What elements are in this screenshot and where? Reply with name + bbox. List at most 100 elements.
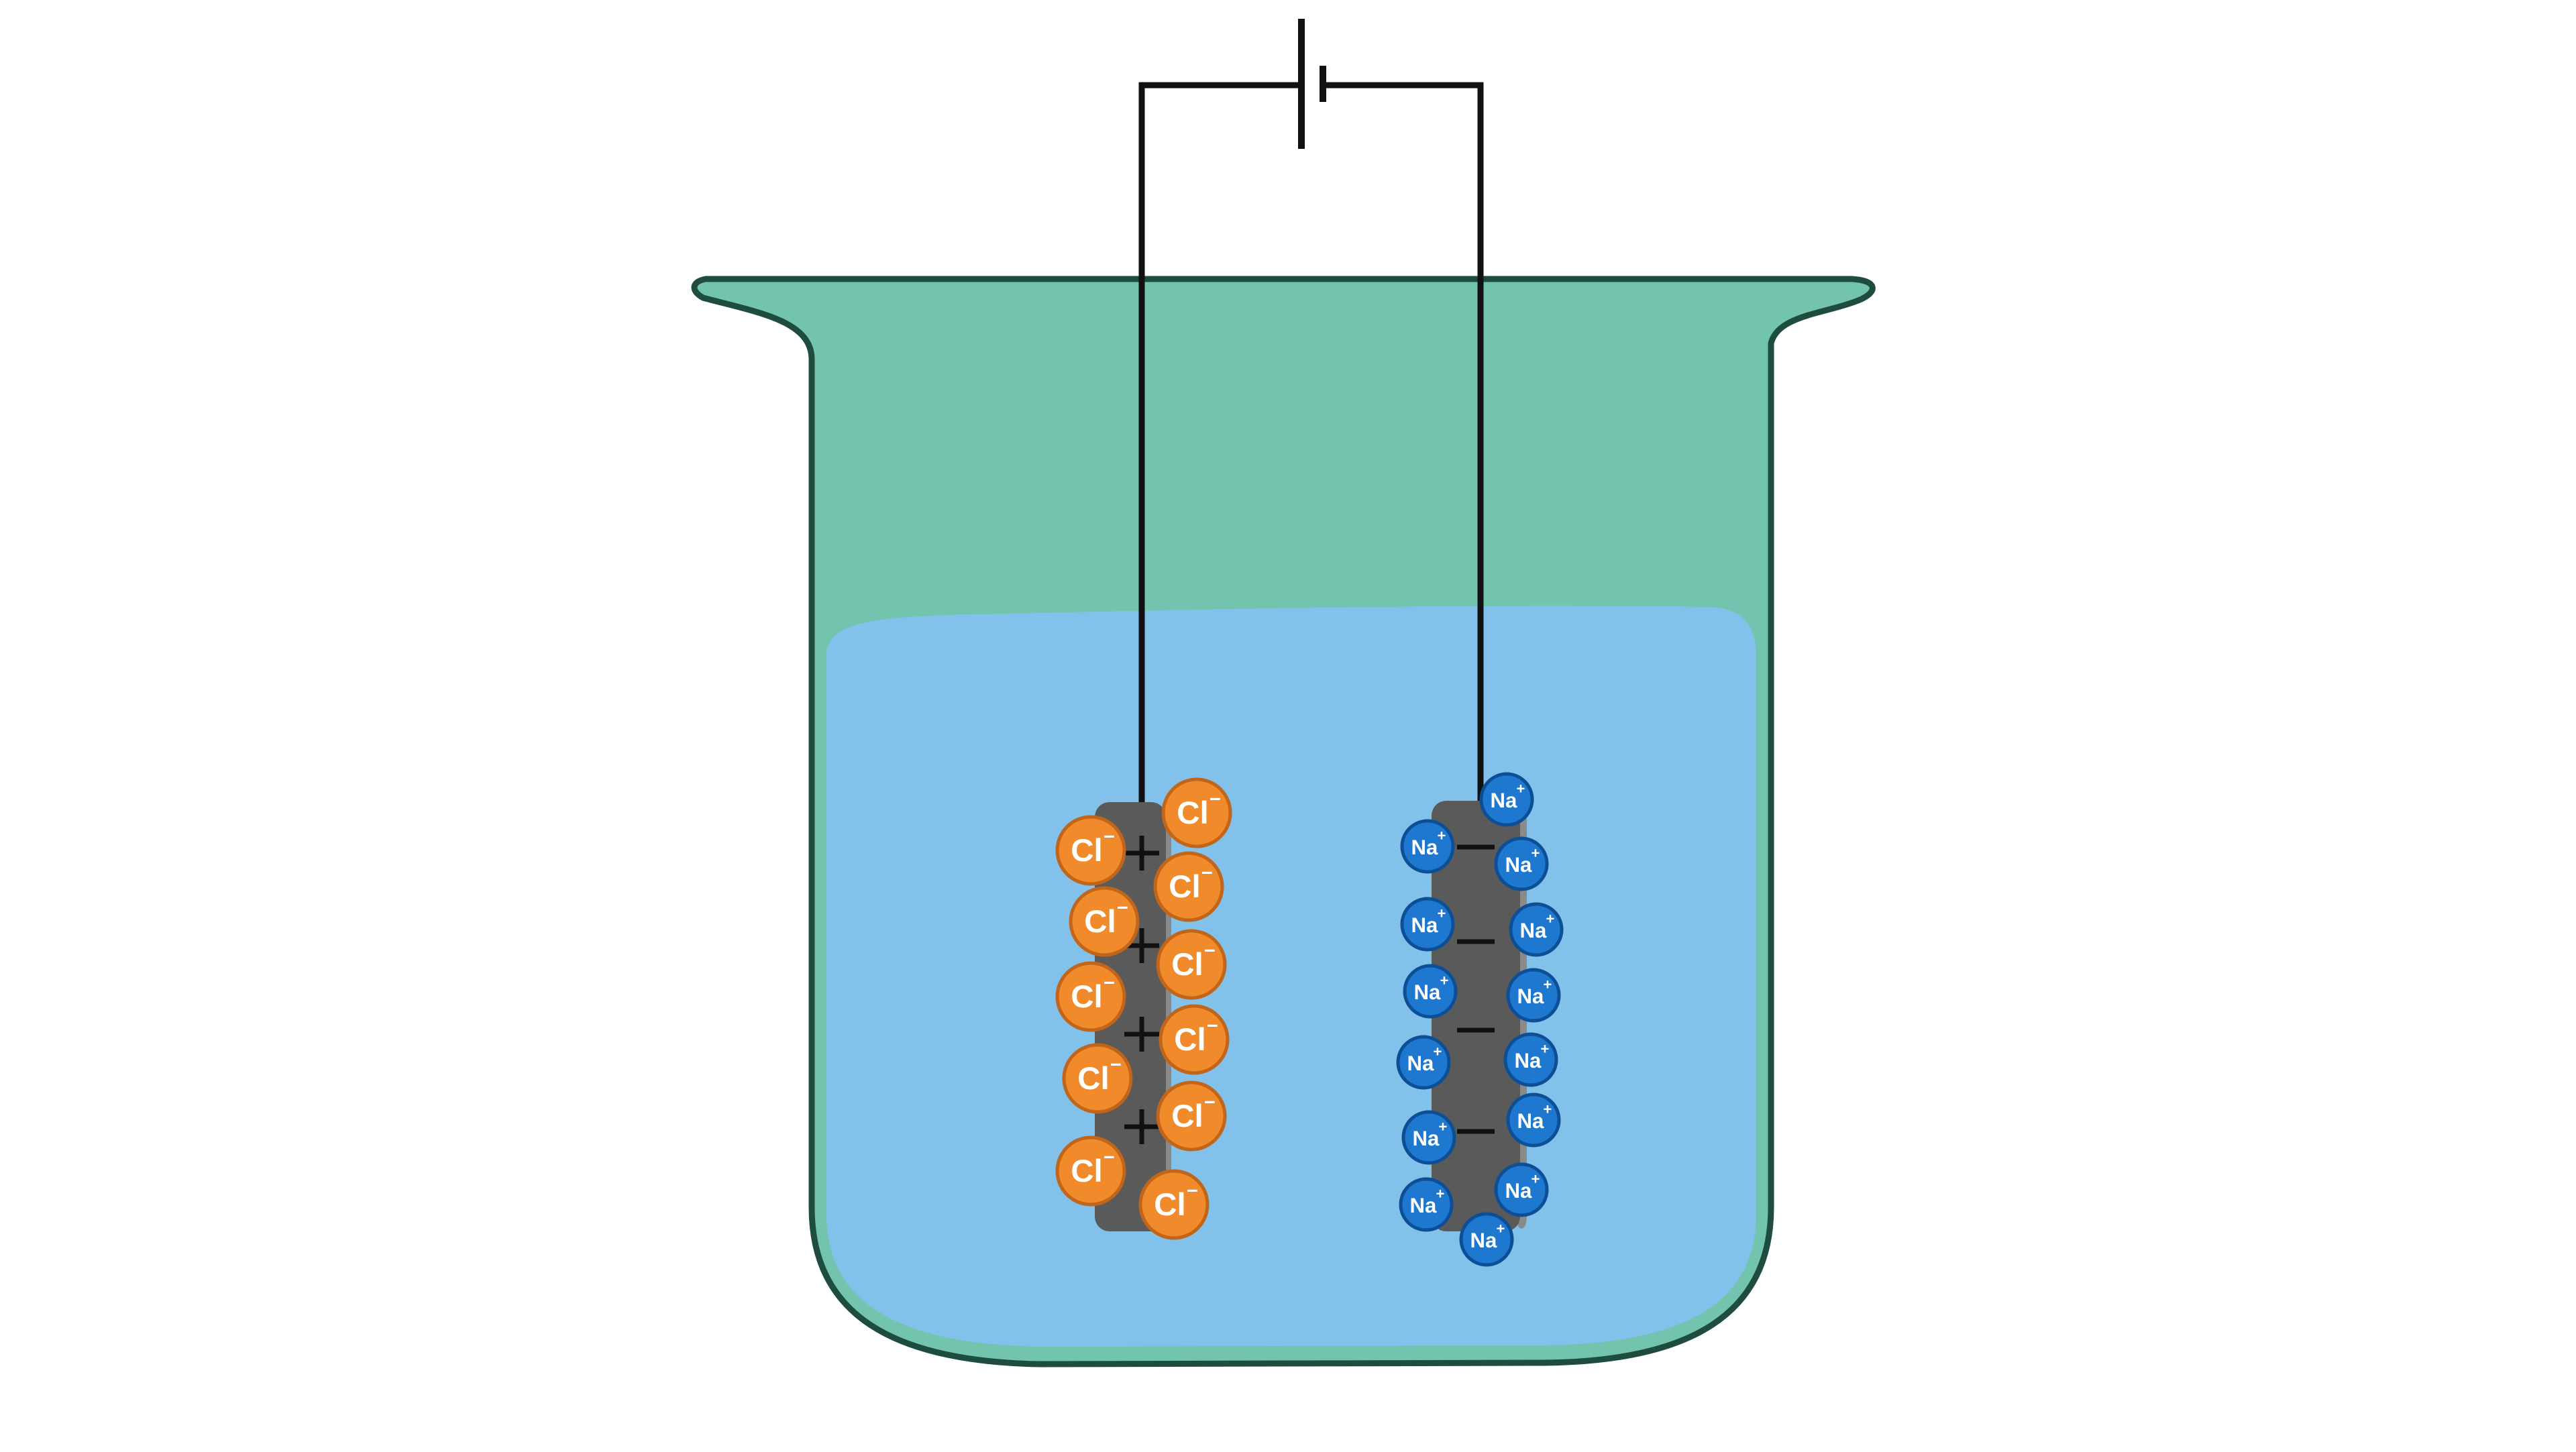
chloride-ion: Cl− [1159,1004,1230,1075]
ion-label: Cl [1177,795,1209,831]
ion-circle [1159,1004,1230,1075]
ion-label: Na [1515,1049,1542,1072]
ion-circle [1401,1110,1456,1165]
ion-label: Na [1411,913,1439,937]
ion-circle [1479,772,1534,827]
ion-charge: − [1104,1147,1115,1168]
ion-charge: + [1516,781,1525,797]
chloride-ion: Cl− [1055,1135,1126,1207]
ion-charge: − [1204,940,1216,962]
ion-circle [1400,897,1455,952]
ion-label: Na [1407,1052,1435,1075]
ion-circle [1506,1093,1561,1148]
sodium-ion: Na+ [1503,1032,1558,1087]
chloride-ion: Cl− [1138,1169,1210,1240]
ion-label: Na [1505,853,1533,877]
ion-label: Na [1517,985,1545,1008]
ion-charge: − [1104,826,1115,848]
ion-charge: + [1543,1101,1552,1118]
ion-charge: + [1496,1221,1505,1237]
ion-circle [1055,961,1126,1032]
anode-positive-sign [1124,836,1159,871]
chloride-ion: Cl− [1062,1043,1133,1114]
sodium-ion: Na+ [1479,772,1534,827]
solution [826,606,1756,1347]
sodium-ion: Na+ [1403,964,1458,1019]
ion-label: Cl [1171,947,1203,983]
ion-label: Cl [1174,1022,1206,1058]
electrode-charge-signs [1124,836,1495,1144]
anode-positive-sign [1124,1109,1159,1144]
chloride-ion: Cl− [1055,815,1126,886]
anode-wire [1138,82,1301,806]
ion-label: Na [1410,1194,1438,1217]
ion-charge: + [1440,972,1448,989]
cathode-wire [1323,82,1484,805]
ion-label: Na [1470,1229,1498,1252]
ion-charge: − [1207,1015,1218,1037]
ion-charge: − [1187,1180,1198,1202]
ion-label: Na [1414,981,1442,1004]
ion-circle [1156,1080,1227,1152]
ion-circle [1069,886,1140,957]
ion-circle [1062,1043,1133,1114]
ion-circle [1459,1212,1514,1267]
ion-circle [1403,964,1458,1019]
anode-positive-sign [1124,1017,1159,1052]
ion-charge: + [1531,1171,1540,1188]
ion-label: Cl [1169,869,1201,905]
ion-charge: − [1110,1054,1122,1076]
ion-label: Na [1520,919,1548,942]
ion-charge: + [1543,976,1552,993]
battery-symbol [1298,19,1326,149]
ion-circle [1400,819,1455,874]
ion-charge: + [1437,905,1446,922]
chloride-ion: Cl− [1153,851,1224,922]
ion-charge: − [1204,1092,1216,1113]
ion-charge: − [1104,972,1115,994]
sodium-ion: Na+ [1399,1177,1454,1232]
ion-charge: + [1438,1119,1447,1135]
sodium-ion: Na+ [1459,1212,1514,1267]
chloride-ion: Cl− [1156,929,1227,1000]
ion-circle [1494,1162,1549,1217]
ion-charge: + [1433,1044,1442,1060]
ion-charge: + [1436,1186,1444,1203]
ion-label: Cl [1077,1061,1110,1097]
ion-circle [1161,777,1232,848]
sodium-ion: Na+ [1400,897,1455,952]
sodium-ion: Na+ [1396,1035,1451,1090]
chloride-ion: Cl− [1161,777,1232,848]
sodium-ion: Na+ [1509,902,1564,957]
sodium-ion: Na+ [1506,1093,1561,1148]
sodium-ion: Na+ [1494,836,1549,891]
chloride-ion: Cl− [1055,961,1126,1032]
ion-circle [1055,815,1126,886]
ion-label: Na [1505,1179,1533,1203]
ions-layer: Cl−Cl−Cl−Cl−Cl−Cl−Cl−Cl−Cl−Cl−Cl−Na+Na+N… [1055,772,1564,1267]
ion-label: Cl [1071,1154,1103,1189]
cathode-plate [1432,801,1520,1231]
ion-circle [1055,1135,1126,1207]
ion-charge: + [1540,1041,1549,1058]
ion-circle [1503,1032,1558,1087]
ion-charge: + [1531,845,1540,862]
sodium-ion: Na+ [1400,819,1455,874]
ion-circle [1138,1169,1210,1240]
ion-label: Cl [1171,1099,1203,1134]
ion-circle [1156,929,1227,1000]
sodium-ion: Na+ [1401,1110,1456,1165]
ion-circle [1396,1035,1451,1090]
chloride-ion: Cl− [1069,886,1140,957]
ion-charge: − [1117,897,1128,919]
anode-positive-sign [1124,928,1159,963]
ion-label: Cl [1071,833,1103,869]
ion-circle [1153,851,1224,922]
ion-circle [1399,1177,1454,1232]
ion-label: Cl [1154,1187,1186,1223]
sodium-ion: Na+ [1506,968,1561,1023]
sodium-ion: Na+ [1494,1162,1549,1217]
ion-label: Na [1411,836,1439,859]
